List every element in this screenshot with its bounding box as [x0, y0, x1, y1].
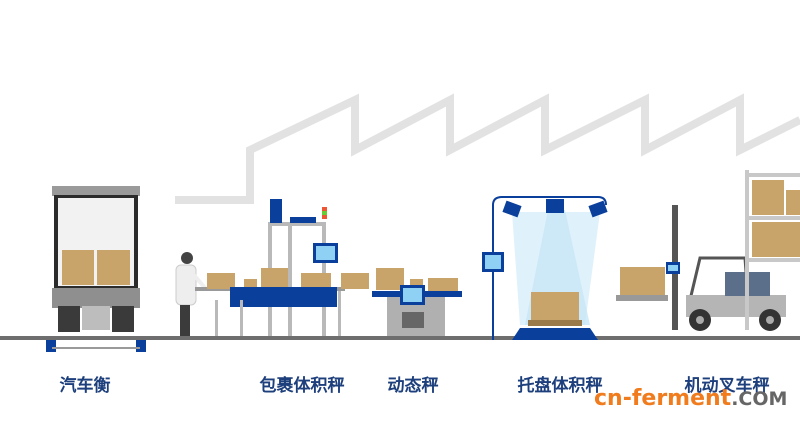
- storage-rack: [745, 170, 800, 330]
- floor-line: [0, 336, 800, 340]
- dynamic-scale: [341, 268, 462, 336]
- label-pallet-dimensioner: 托盘体积秤: [517, 376, 603, 396]
- label-truck-scale: 汽车衡: [59, 376, 111, 396]
- label-parcel-dimensioner: 包裹体积秤: [259, 376, 345, 396]
- parcel-dimensioner: [195, 199, 345, 336]
- warehouse-roof: [175, 93, 800, 204]
- watermark-main: cn-ferment: [594, 386, 732, 411]
- watermark: cn-ferment.COM: [594, 386, 787, 411]
- label-dynamic-scale: 动态秤: [387, 376, 439, 396]
- watermark-suffix: .COM: [731, 388, 788, 410]
- label-forklift-scale: 机动叉车秤: [684, 376, 770, 396]
- pallet-dimensioner: [482, 196, 608, 340]
- truck: [46, 186, 146, 352]
- worker: [175, 252, 207, 336]
